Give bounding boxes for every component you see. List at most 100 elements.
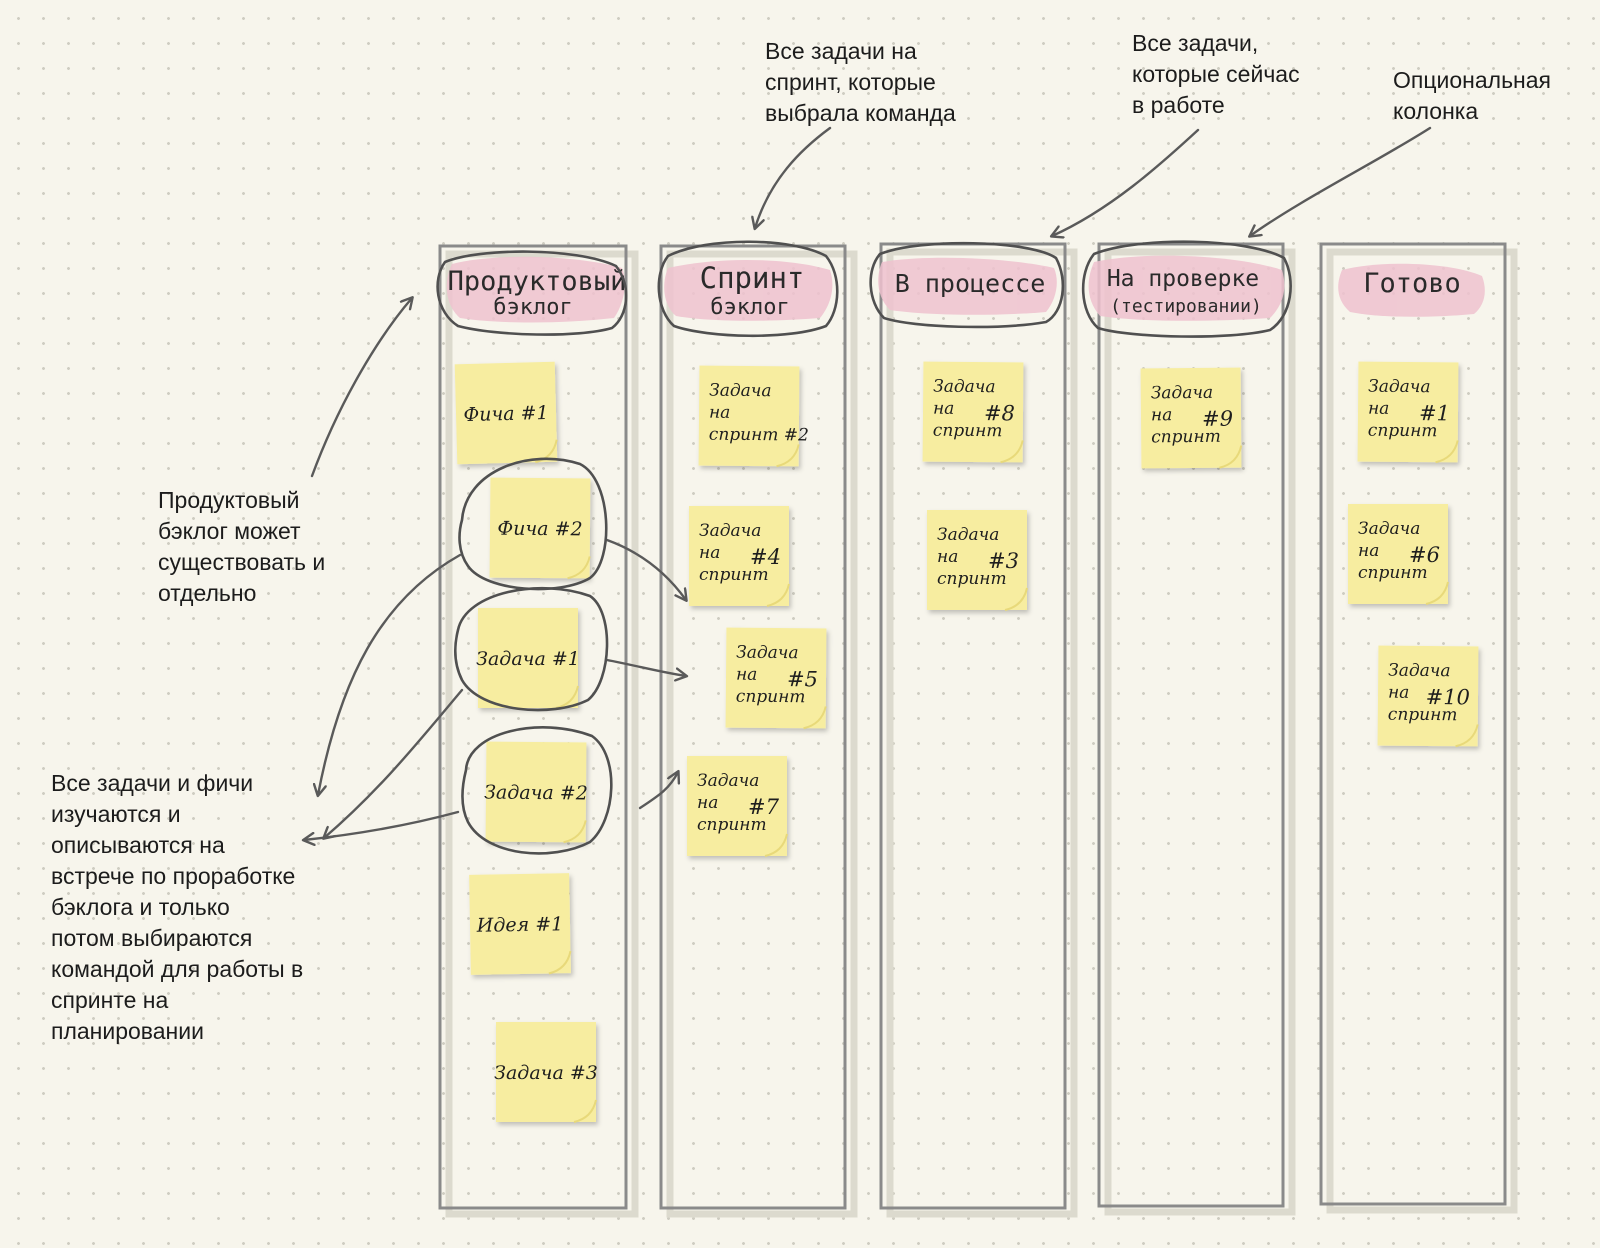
sticky-note-text: спринт xyxy=(1368,421,1438,442)
arrow-task1-to-sprint xyxy=(605,658,686,676)
sticky-note-text: Задача xyxy=(709,381,772,402)
column-sprint-backlog xyxy=(659,244,858,1218)
sticky-note-feature-1[interactable]: Фича #1 xyxy=(454,361,558,465)
header-review-line1: На проверке xyxy=(1107,266,1259,292)
annotation-line: описываются на xyxy=(51,832,225,858)
sticky-note-paper xyxy=(1348,504,1448,604)
columns-layer xyxy=(438,242,1518,1218)
arrow-task2-to-sprint xyxy=(638,772,678,810)
sticky-note-curl xyxy=(548,950,572,975)
sticky-note-text: спринт xyxy=(933,421,1003,442)
sticky-note-feature-2[interactable]: Фича #2 xyxy=(489,477,591,580)
header-sprint-backlog-line1: Спринт xyxy=(700,261,805,295)
sticky-note-text: Задача xyxy=(1151,383,1214,404)
sticky-note-text: на xyxy=(1358,541,1379,561)
annotation-line: спринте на xyxy=(51,987,169,1013)
sticky-note-number: #1 xyxy=(1419,401,1450,425)
sticky-note-number: #7 xyxy=(748,795,780,819)
sticky-note-paper xyxy=(454,361,558,465)
annotation-line: Все задачи, xyxy=(1132,30,1259,56)
sticky-note-paper xyxy=(1377,645,1479,747)
column-review xyxy=(1097,242,1296,1216)
sticky-note-text: на xyxy=(697,793,718,813)
sticky-note-text: на xyxy=(699,543,720,563)
sticky-note-paper xyxy=(922,361,1024,463)
sticky-note-text: спринт xyxy=(697,815,767,835)
sticky-note-curl xyxy=(766,583,790,607)
sticky-note-text: Задача xyxy=(699,521,761,541)
sticky-note-curl xyxy=(776,444,800,468)
sticky-note-text: спринт xyxy=(736,687,806,708)
sticky-note-paper xyxy=(725,627,827,729)
sticky-note-text: спринт xyxy=(1358,563,1428,583)
sticky-note-curl xyxy=(1435,440,1459,464)
sticky-note-paper xyxy=(469,873,571,975)
sticky-note-number: #10 xyxy=(1426,685,1471,709)
sticky-note-text: на xyxy=(1151,405,1173,425)
sticky-note-text: на xyxy=(1388,683,1410,703)
sticky-note-number: #6 xyxy=(1409,543,1440,567)
sticky-note-text: спринт xyxy=(699,565,769,585)
arrow-feature2-to-sprint xyxy=(605,538,686,600)
sticky-note-curl xyxy=(563,820,587,844)
annotation-line: командой для работы в xyxy=(51,956,304,982)
optional-column-annotation: Опциональная колонка xyxy=(1393,65,1551,127)
sticky-note-curl xyxy=(567,556,591,580)
sticky-note-curl xyxy=(1004,587,1028,611)
arrow-refinement-lower xyxy=(324,688,464,838)
annotation-line: Продуктовый xyxy=(158,487,300,513)
sticky-note-text: Фича #1 xyxy=(463,402,549,426)
sticky-note-text: Задача #3 xyxy=(494,1062,598,1084)
sticky-note-text: Задача xyxy=(937,525,999,545)
sticky-note-number: #5 xyxy=(787,667,818,691)
sticky-note-paper xyxy=(698,365,800,467)
sticky-note-curl xyxy=(555,685,579,709)
annotation-line: встрече по проработке xyxy=(51,863,296,889)
in-progress-annotation: Все задачи, которые сейчас в работе xyxy=(1132,28,1300,121)
sticky-note-text: спринт xyxy=(937,569,1007,589)
sticky-note-text: Задача #2 xyxy=(484,782,588,805)
annotation-line: бэклога и только xyxy=(51,894,230,920)
annotation-line: в работе xyxy=(1132,92,1225,118)
annotation-line: бэклог может xyxy=(158,518,301,544)
product-backlog-annotation: Продуктовый бэклог может существовать и … xyxy=(158,485,325,609)
sticky-note-task-1[interactable]: Задача #1 xyxy=(476,608,580,709)
sticky-note-idea-1[interactable]: Идея #1 xyxy=(469,873,572,975)
sticky-note-paper xyxy=(927,510,1027,610)
sticky-note-text: Идея #1 xyxy=(476,913,564,937)
sticky-note-text: на xyxy=(937,547,958,567)
arrow-in-progress-note xyxy=(1052,128,1200,236)
sticky-note-text: Задача xyxy=(1368,377,1431,398)
selection-circles xyxy=(454,457,613,855)
sticky-note-task-3[interactable]: Задача #3 xyxy=(494,1022,598,1123)
arrow-refinement-upper xyxy=(318,553,462,795)
sticky-note-curl xyxy=(573,1099,597,1123)
annotation-line: существовать и xyxy=(158,549,326,575)
annotation-line: спринт, которые xyxy=(765,69,936,95)
sticky-note-text: Задача xyxy=(1388,661,1451,682)
annotation-line: колонка xyxy=(1393,98,1479,124)
sticky-note-paper xyxy=(489,477,591,579)
sticky-note-curl xyxy=(803,706,827,730)
sticky-note-text: спринт xyxy=(1151,427,1221,448)
column-product-backlog xyxy=(438,244,639,1218)
sticky-note-number: #4 xyxy=(750,545,781,569)
sticky-note-task-2[interactable]: Задача #2 xyxy=(484,741,589,844)
sticky-note-text: Задача xyxy=(933,377,996,398)
sticky-note-text: Задача #1 xyxy=(476,648,580,670)
sticky-note-number: #8 xyxy=(984,401,1015,425)
sticky-note-text: спринт #2 xyxy=(709,425,809,446)
sticky-note-paper xyxy=(496,1022,596,1122)
annotation-line: Все задачи и фичи xyxy=(51,770,254,796)
